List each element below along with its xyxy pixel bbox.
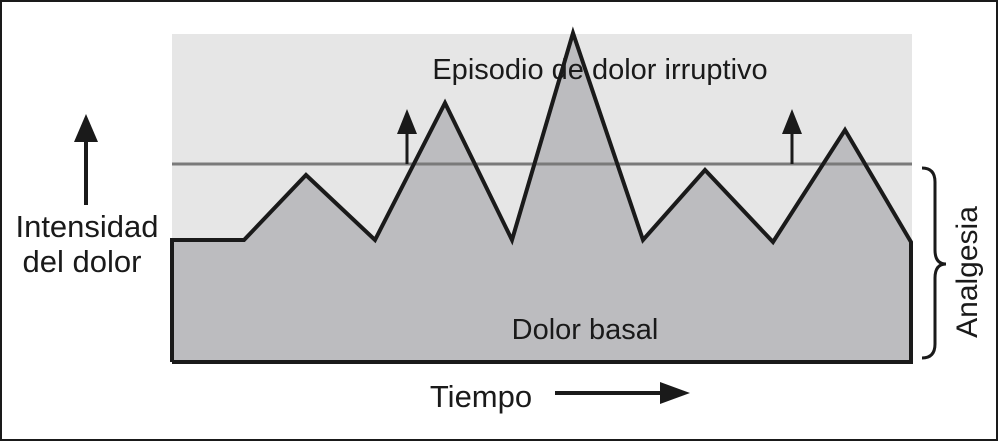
y-axis-arrow [74,114,98,205]
peak-region-label: Episodio de dolor irruptivo [432,54,767,86]
bracket-label: Analgesia [951,206,984,338]
pain-area [172,33,911,362]
y-axis-label-line2: del dolor [23,244,142,279]
baseline-region-label: Dolor basal [512,314,659,346]
analgesia-bracket [921,166,947,360]
pain-outline [170,26,913,364]
x-axis-label: Tiempo [430,379,532,414]
y-axis-label-line1: Intensidad [15,209,158,244]
up-arrow-left [397,109,417,164]
x-axis-arrow [555,382,690,404]
up-arrow-right [782,109,802,164]
